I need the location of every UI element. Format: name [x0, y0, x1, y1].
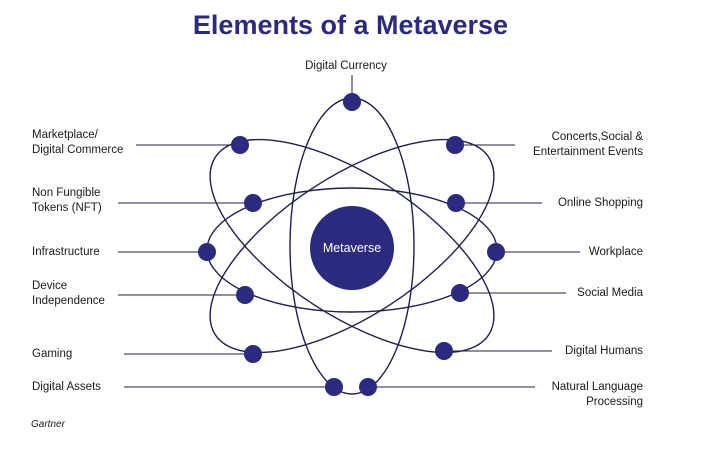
center-node [310, 206, 394, 290]
label-social-media-line-1: Social Media [577, 287, 643, 299]
label-digital-humans-line-1: Digital Humans [565, 345, 643, 357]
label-nlp-line-1: Natural Language [551, 381, 643, 393]
label-gaming-line-1: Gaming [32, 348, 73, 360]
label-marketplace-line-1: Marketplace/ [32, 129, 98, 141]
label-digital-assets-line-1: Digital Assets [32, 381, 102, 393]
label-concerts-line-2: Entertainment Events [533, 146, 643, 158]
label-workplace-line-1: Workplace [588, 246, 643, 258]
label-social-media: Social Media [577, 286, 643, 301]
label-nlp-line-2: Processing [586, 396, 643, 408]
node-digital-currency [343, 93, 361, 111]
label-gaming: Gaming [32, 347, 72, 362]
label-nft-line-2: Tokens (NFT) [32, 202, 102, 214]
label-digital-currency-line-1: Digital Currency [305, 60, 387, 72]
orbit-diagonal-b [209, 138, 495, 354]
label-concerts: Concerts,Social & Entertainment Events [533, 130, 643, 160]
label-workplace: Workplace [589, 245, 643, 260]
node-infrastructure [198, 243, 216, 261]
label-online-shopping: Online Shopping [558, 196, 643, 211]
nodes [198, 93, 505, 396]
label-infrastructure-line-1: Infrastructure [32, 246, 100, 258]
label-device-independence-line-1: Device [32, 280, 68, 292]
node-digital-assets [325, 378, 343, 396]
node-workplace [487, 243, 505, 261]
page-title: Elements of a Metaverse [192, 10, 509, 40]
node-concerts [446, 136, 464, 154]
label-concerts-line-1: Concerts,Social & [551, 131, 643, 143]
node-device-independence [236, 286, 254, 304]
node-gaming [244, 345, 262, 363]
node-marketplace [231, 136, 249, 154]
label-marketplace-line-2: Digital Commerce [32, 144, 124, 156]
node-nlp [359, 378, 377, 396]
node-online-shopping [447, 194, 465, 212]
label-nft-line-1: Non Fungible [32, 187, 101, 199]
node-digital-humans [435, 342, 453, 360]
label-device-independence-line-2: Independence [32, 295, 105, 307]
label-digital-currency: Digital Currency [305, 59, 387, 74]
label-digital-humans: Digital Humans [565, 344, 643, 359]
label-digital-assets: Digital Assets [32, 380, 101, 395]
label-online-shopping-line-1: Online Shopping [557, 197, 643, 209]
node-social-media [451, 284, 469, 302]
source-credit: Gartner [31, 419, 65, 430]
label-infrastructure: Infrastructure [32, 245, 100, 260]
center-label: Metaverse [323, 241, 381, 255]
node-nft [244, 194, 262, 212]
orbit-diagonal-a [209, 138, 495, 354]
leader-lines [118, 75, 580, 388]
label-marketplace: Marketplace/Digital Commerce [32, 128, 123, 158]
